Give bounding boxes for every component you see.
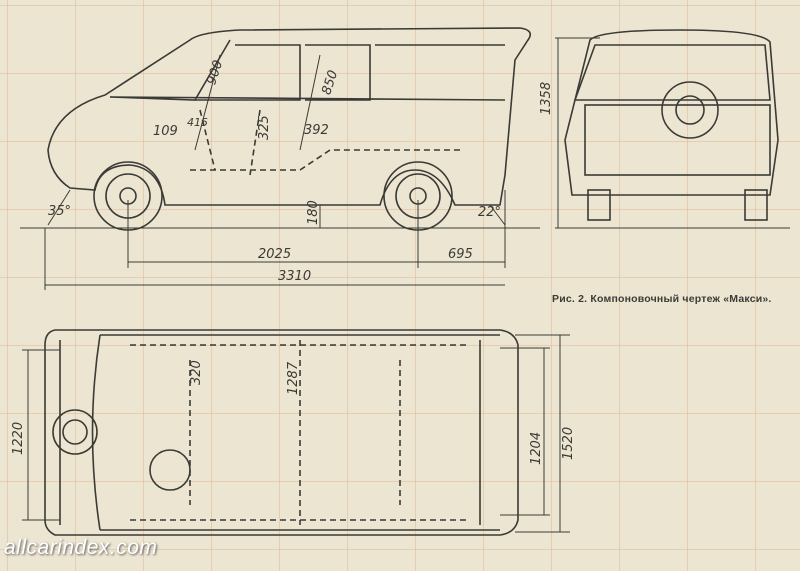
figure-caption: Рис. 2. Компоновочный чертеж «Макси». <box>552 293 772 305</box>
dim-rear-track: 1204 <box>529 432 544 465</box>
dim-length: 3310 <box>278 269 311 284</box>
dim-320: 320 <box>189 360 204 385</box>
dim-approach-angle: 35° <box>48 204 71 219</box>
dim-rear-overhang: 695 <box>448 247 473 262</box>
dim-900: 900 <box>204 58 226 86</box>
front-view <box>555 29 790 229</box>
side-view <box>20 27 540 290</box>
dim-height: 1358 <box>539 82 554 115</box>
dim-front-track: 1220 <box>11 422 26 455</box>
dim-850: 850 <box>319 68 341 96</box>
dim-325: 325 <box>257 115 272 140</box>
dim-ground-clearance: 180 <box>306 200 321 225</box>
top-view-dimensions: 1220 320 1287 1204 1520 <box>11 360 576 465</box>
dim-departure-angle: 22° <box>478 205 501 220</box>
side-view-dimensions: 900 850 109 415 325 392 35° 180 22° 2025… <box>48 58 501 284</box>
watermark: allcarindex.com <box>4 536 158 559</box>
dim-wheelbase: 2025 <box>258 247 291 262</box>
dim-109: 109 <box>153 124 178 139</box>
top-view <box>22 329 570 536</box>
dim-1287: 1287 <box>286 361 301 395</box>
dim-415: 415 <box>187 116 208 129</box>
dim-392: 392 <box>304 123 329 138</box>
dim-width: 1520 <box>561 427 576 460</box>
